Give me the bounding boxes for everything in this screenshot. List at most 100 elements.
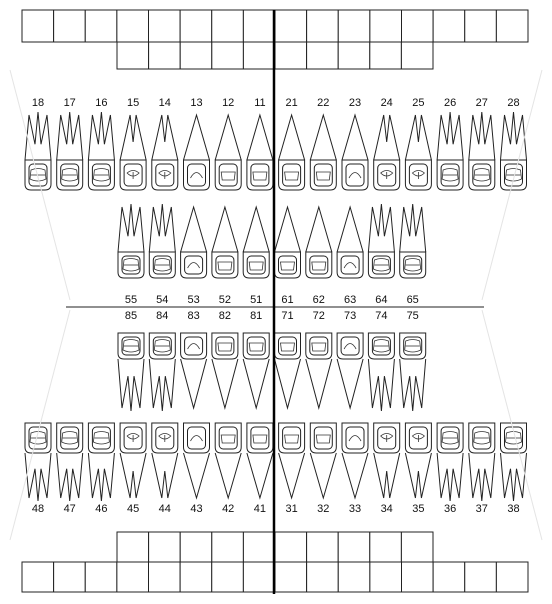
tooth-42[interactable] xyxy=(215,423,241,498)
tooth-26[interactable] xyxy=(437,112,463,190)
tooth-12[interactable] xyxy=(215,115,241,190)
upper-outer-cell-9[interactable] xyxy=(275,10,307,42)
lower-outer-cell-14[interactable] xyxy=(433,562,465,592)
tooth-84[interactable] xyxy=(149,333,175,411)
tooth-44[interactable] xyxy=(152,423,178,498)
lower-outer-cell-7[interactable] xyxy=(212,562,244,592)
tooth-21[interactable] xyxy=(279,115,305,190)
upper-outer-cell-16[interactable] xyxy=(496,10,528,42)
lower-outer-cell-13[interactable] xyxy=(402,562,434,592)
upper-inner-cell-1[interactable] xyxy=(117,42,149,69)
tooth-63[interactable] xyxy=(337,207,363,278)
lower-outer-cell-8[interactable] xyxy=(243,562,275,592)
tooth-34[interactable] xyxy=(374,423,400,498)
lower-outer-cell-10[interactable] xyxy=(307,562,339,592)
lower-inner-cell-7[interactable] xyxy=(307,532,339,562)
upper-outer-cell-1[interactable] xyxy=(22,10,54,42)
tooth-35[interactable] xyxy=(405,423,431,498)
tooth-22[interactable] xyxy=(310,115,336,190)
lower-inner-cell-4[interactable] xyxy=(212,532,244,562)
tooth-65[interactable] xyxy=(400,204,426,278)
tooth-23[interactable] xyxy=(342,115,368,190)
tooth-53[interactable] xyxy=(181,207,207,278)
lower-outer-cell-12[interactable] xyxy=(370,562,402,592)
upper-outer-cell-4[interactable] xyxy=(117,10,149,42)
upper-inner-cell-3[interactable] xyxy=(180,42,212,69)
upper-inner-cell-4[interactable] xyxy=(212,42,244,69)
lower-outer-cell-11[interactable] xyxy=(338,562,370,592)
lower-inner-cell-6[interactable] xyxy=(275,532,307,562)
tooth-55[interactable] xyxy=(118,204,144,278)
lower-outer-cell-2[interactable] xyxy=(54,562,86,592)
tooth-83[interactable] xyxy=(181,333,207,408)
upper-inner-cell-2[interactable] xyxy=(149,42,181,69)
tooth-74[interactable] xyxy=(368,333,394,411)
lower-inner-cell-9[interactable] xyxy=(370,532,402,562)
upper-inner-cell-10[interactable] xyxy=(401,42,433,69)
tooth-46[interactable] xyxy=(88,423,114,501)
tooth-33[interactable] xyxy=(342,423,368,498)
tooth-45[interactable] xyxy=(120,423,146,498)
lower-outer-cell-16[interactable] xyxy=(496,562,528,592)
upper-inner-cell-9[interactable] xyxy=(370,42,402,69)
upper-outer-cell-10[interactable] xyxy=(307,10,339,42)
lower-inner-cell-3[interactable] xyxy=(180,532,212,562)
lower-inner-cell-1[interactable] xyxy=(117,532,149,562)
lower-inner-cell-8[interactable] xyxy=(338,532,370,562)
tooth-47[interactable] xyxy=(57,423,83,501)
tooth-25[interactable] xyxy=(405,115,431,190)
tooth-54[interactable] xyxy=(149,204,175,278)
upper-outer-cell-14[interactable] xyxy=(433,10,465,42)
tooth-17[interactable] xyxy=(57,112,83,190)
upper-outer-cell-6[interactable] xyxy=(180,10,212,42)
tooth-85[interactable] xyxy=(118,333,144,411)
tooth-72[interactable] xyxy=(306,333,332,408)
tooth-64[interactable] xyxy=(368,204,394,278)
tooth-38[interactable] xyxy=(501,423,527,501)
upper-inner-cell-6[interactable] xyxy=(275,42,307,69)
tooth-75[interactable] xyxy=(400,333,426,411)
upper-outer-cell-11[interactable] xyxy=(338,10,370,42)
lower-inner-cell-10[interactable] xyxy=(401,532,433,562)
tooth-14[interactable] xyxy=(152,115,178,190)
tooth-52[interactable] xyxy=(212,207,238,278)
tooth-31[interactable] xyxy=(279,423,305,498)
lower-outer-cell-15[interactable] xyxy=(465,562,497,592)
tooth-62[interactable] xyxy=(306,207,332,278)
upper-inner-cell-7[interactable] xyxy=(307,42,339,69)
tooth-13[interactable] xyxy=(184,115,210,190)
lower-inner-cell-5[interactable] xyxy=(243,532,275,562)
lower-outer-cell-9[interactable] xyxy=(275,562,307,592)
tooth-15[interactable] xyxy=(120,115,146,190)
tooth-81[interactable] xyxy=(243,333,269,408)
lower-outer-cell-6[interactable] xyxy=(180,562,212,592)
upper-outer-cell-2[interactable] xyxy=(54,10,86,42)
upper-outer-cell-7[interactable] xyxy=(212,10,244,42)
tooth-73[interactable] xyxy=(337,333,363,408)
lower-outer-cell-1[interactable] xyxy=(22,562,54,592)
lower-outer-cell-4[interactable] xyxy=(117,562,149,592)
tooth-16[interactable] xyxy=(88,112,114,190)
upper-outer-cell-8[interactable] xyxy=(243,10,275,42)
upper-outer-cell-3[interactable] xyxy=(85,10,117,42)
upper-inner-cell-8[interactable] xyxy=(338,42,370,69)
tooth-82[interactable] xyxy=(212,333,238,408)
upper-outer-cell-13[interactable] xyxy=(402,10,434,42)
tooth-37[interactable] xyxy=(469,423,495,501)
tooth-24[interactable] xyxy=(374,115,400,190)
upper-outer-cell-5[interactable] xyxy=(149,10,181,42)
tooth-48[interactable] xyxy=(25,423,51,501)
tooth-11[interactable] xyxy=(247,115,273,190)
tooth-32[interactable] xyxy=(310,423,336,498)
lower-outer-cell-3[interactable] xyxy=(85,562,117,592)
upper-outer-cell-12[interactable] xyxy=(370,10,402,42)
tooth-61[interactable] xyxy=(275,207,301,278)
lower-inner-cell-2[interactable] xyxy=(149,532,181,562)
lower-outer-cell-5[interactable] xyxy=(149,562,181,592)
tooth-41[interactable] xyxy=(247,423,273,498)
tooth-51[interactable] xyxy=(243,207,269,278)
tooth-43[interactable] xyxy=(184,423,210,498)
upper-outer-cell-15[interactable] xyxy=(465,10,497,42)
tooth-71[interactable] xyxy=(275,333,301,408)
tooth-27[interactable] xyxy=(469,112,495,190)
